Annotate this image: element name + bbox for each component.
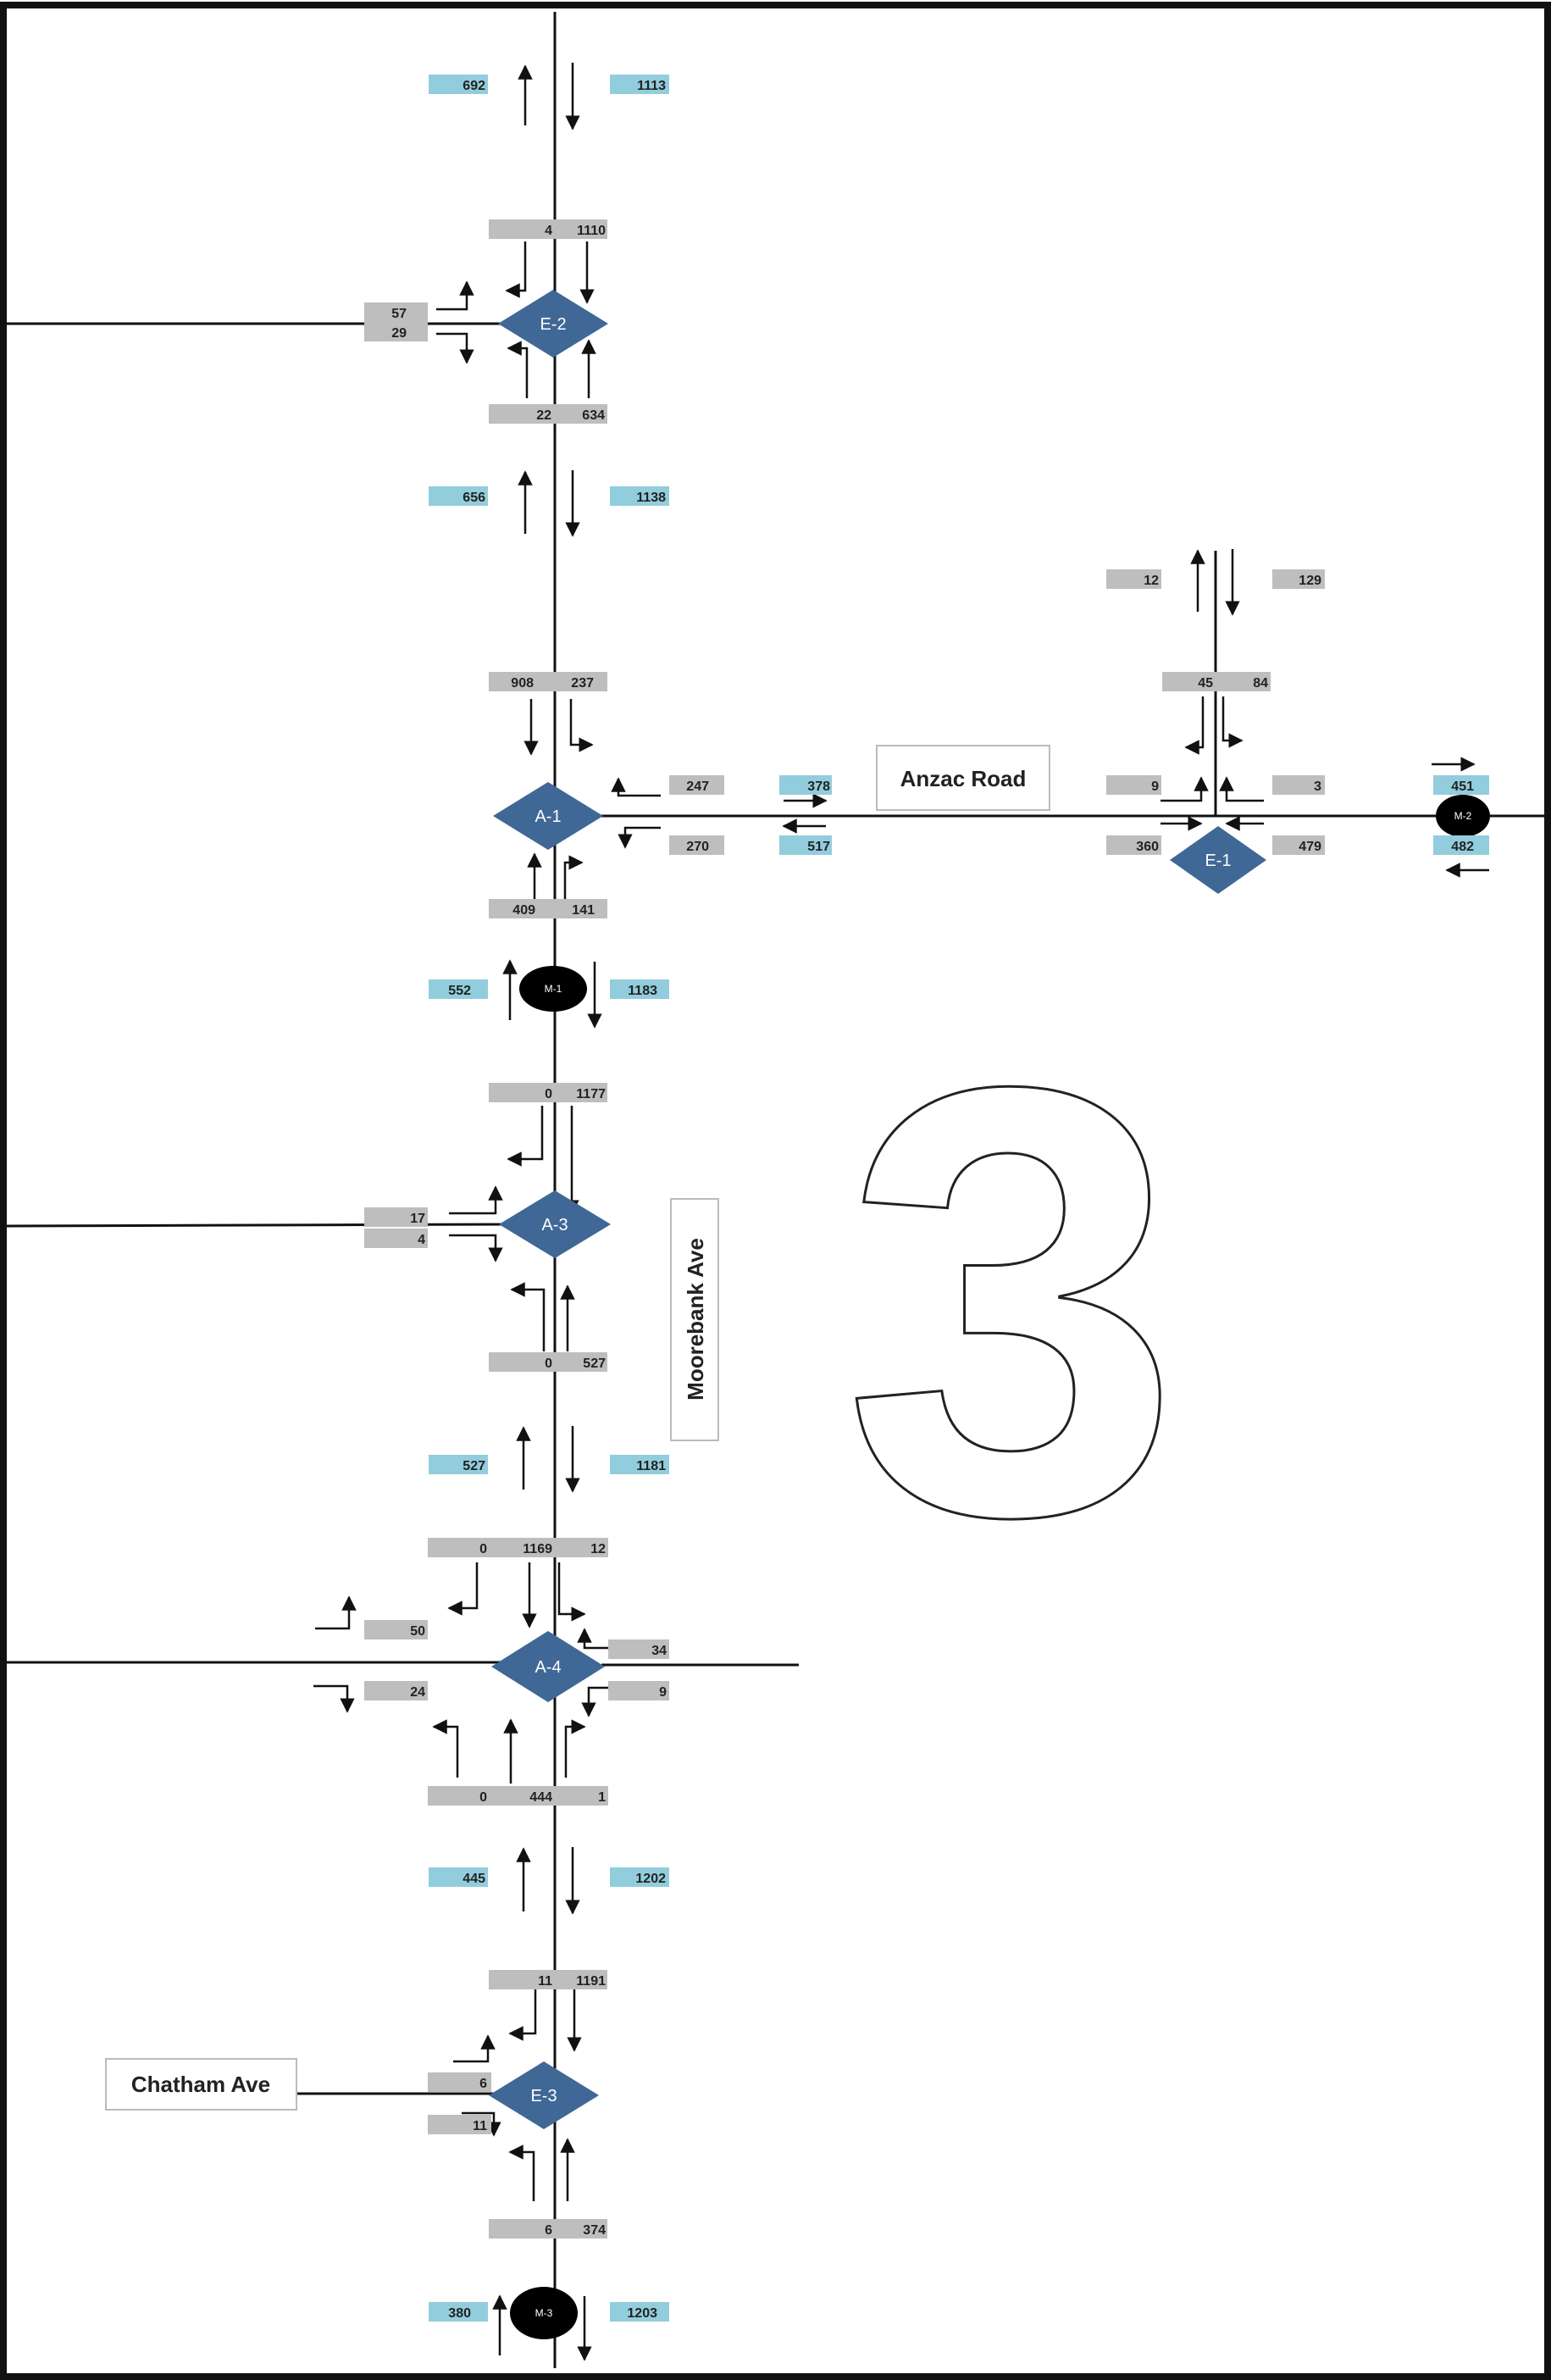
midblock-m2: M-2 — [1436, 795, 1490, 837]
a1-s-through-volume: 409 — [512, 903, 535, 918]
svg-text:A-3: A-3 — [541, 1216, 568, 1234]
e3-n-through-volume: 1191 — [576, 1974, 606, 1989]
link-m3-nb-volume: 380 — [448, 2306, 471, 2321]
chatham-ave-label: Chatham Ave — [131, 2072, 270, 2097]
e1-e-right-volume: 3 — [1314, 779, 1321, 794]
e1-w-through-volume: 360 — [1136, 840, 1159, 854]
node-a1: A-1 — [493, 782, 603, 850]
link-a3a4-sb-volume: 1181 — [636, 1459, 666, 1473]
link-top-sb-volume: 1113 — [637, 79, 666, 93]
svg-text:E-2: E-2 — [540, 315, 566, 334]
link-a4e3-nb-volume: 445 — [463, 1872, 485, 1886]
e1-w-right-volume: 9 — [1151, 779, 1159, 794]
a4-s-through-volume: 444 — [529, 1790, 552, 1805]
a4-w-left-volume: 50 — [410, 1624, 425, 1639]
e1-n-through-volume: 45 — [1198, 676, 1213, 691]
e3-s-through-volume: 374 — [583, 2223, 606, 2238]
road-network — [6, 12, 1548, 2368]
midblock-m3: M-3 — [510, 2287, 578, 2339]
a4-s-left-volume: 0 — [479, 1790, 487, 1805]
link-m2-eb-volume: 451 — [1451, 779, 1474, 794]
link-a4e3-sb-volume: 1202 — [635, 1872, 666, 1886]
a4-s-right-volume: 1 — [598, 1790, 606, 1805]
e3-s-left-volume: 6 — [545, 2223, 552, 2238]
a1-e-left-volume: 270 — [686, 840, 709, 854]
a4-e-left-volume: 9 — [659, 1685, 667, 1700]
link-e2a1-nb-volume: 656 — [463, 491, 485, 505]
svg-text:E-3: E-3 — [530, 2087, 557, 2105]
a1-n-through-volume: 908 — [511, 676, 534, 691]
link-m1-sb-volume: 1183 — [628, 984, 657, 998]
node-e1: E-1 — [1170, 826, 1266, 894]
node-e2: E-2 — [498, 290, 608, 358]
a3-w-right-volume: 4 — [418, 1233, 425, 1247]
a3-w-left-volume: 17 — [410, 1212, 425, 1226]
e1-n-left-volume: 84 — [1253, 676, 1268, 691]
anzac-road-label-box: Anzac Road — [876, 745, 1050, 811]
a3-n-through-volume: 1177 — [576, 1087, 606, 1101]
e2-w-left-volume: 57 — [391, 307, 407, 321]
midblock-m1: M-1 — [519, 966, 587, 1012]
e2-s-through-volume: 634 — [582, 408, 605, 423]
e1-e-through-volume: 479 — [1299, 840, 1321, 854]
a3-n-right-volume: 0 — [545, 1087, 552, 1101]
svg-text:M-3: M-3 — [535, 2307, 553, 2319]
node-a3: A-3 — [499, 1190, 611, 1258]
a3-west-approach-road — [6, 1223, 509, 1228]
node-e3: E-3 — [489, 2061, 599, 2129]
svg-text:M-2: M-2 — [1454, 810, 1472, 822]
a4-n-right-volume: 0 — [479, 1542, 487, 1556]
moorebank-ave-label: Moorebank Ave — [683, 1238, 708, 1401]
a3-s-left-volume: 0 — [545, 1356, 552, 1371]
e2-s-left-volume: 22 — [536, 408, 551, 423]
link-top-nb-volume: 692 — [463, 79, 485, 93]
svg-text:A-4: A-4 — [535, 1658, 561, 1677]
svg-text:E-1: E-1 — [1205, 852, 1231, 870]
node-a4: A-4 — [491, 1631, 605, 1702]
a4-w-right-volume: 24 — [410, 1685, 425, 1700]
e3-n-right-volume: 11 — [538, 1974, 552, 1989]
volume-boxes: 692 1113 4 1110 57 29 22 634 656 1138 90… — [364, 75, 1489, 2322]
e2-w-right-volume: 29 — [391, 326, 407, 341]
link-anzac-eb-volume: 378 — [807, 779, 830, 794]
e3-w-right-volume: 11 — [473, 2119, 487, 2133]
e2-n-through-volume: 1110 — [577, 224, 606, 238]
e3-w-left-volume: 6 — [479, 2077, 487, 2091]
intersection-nodes: E-2 A-1 E-1 A-3 A-4 E-3 M-1 M-2 — [489, 290, 1490, 2339]
a4-n-left-volume: 12 — [590, 1542, 606, 1556]
moorebank-ave-label-box: Moorebank Ave — [670, 1198, 719, 1441]
link-m1-nb-volume: 552 — [448, 984, 471, 998]
movement-arrows — [313, 63, 1489, 2361]
a4-n-through-volume: 1169 — [523, 1542, 552, 1556]
watermark-number: 3 — [843, 960, 1182, 1642]
e2-n-right-volume: 4 — [545, 224, 552, 238]
chatham-ave-label-box: Chatham Ave — [105, 2058, 297, 2111]
anzac-road-label: Anzac Road — [900, 766, 1027, 791]
e1-n-in-volume: 129 — [1299, 574, 1321, 588]
svg-text:M-1: M-1 — [545, 983, 562, 995]
link-e2a1-sb-volume: 1138 — [636, 491, 666, 505]
a1-s-right-volume: 141 — [572, 903, 595, 918]
link-m3-sb-volume: 1203 — [627, 2306, 657, 2321]
a3-s-through-volume: 527 — [583, 1356, 606, 1371]
link-anzac-wb-volume: 517 — [807, 840, 830, 854]
a1-e-right-volume: 247 — [686, 779, 709, 794]
a1-n-left-volume: 237 — [571, 676, 594, 691]
link-m2-wb-volume: 482 — [1451, 840, 1474, 854]
e1-n-out-volume: 12 — [1144, 574, 1159, 588]
svg-text:A-1: A-1 — [535, 807, 561, 826]
link-a3a4-nb-volume: 527 — [463, 1459, 485, 1473]
a4-e-right-volume: 34 — [651, 1644, 667, 1658]
